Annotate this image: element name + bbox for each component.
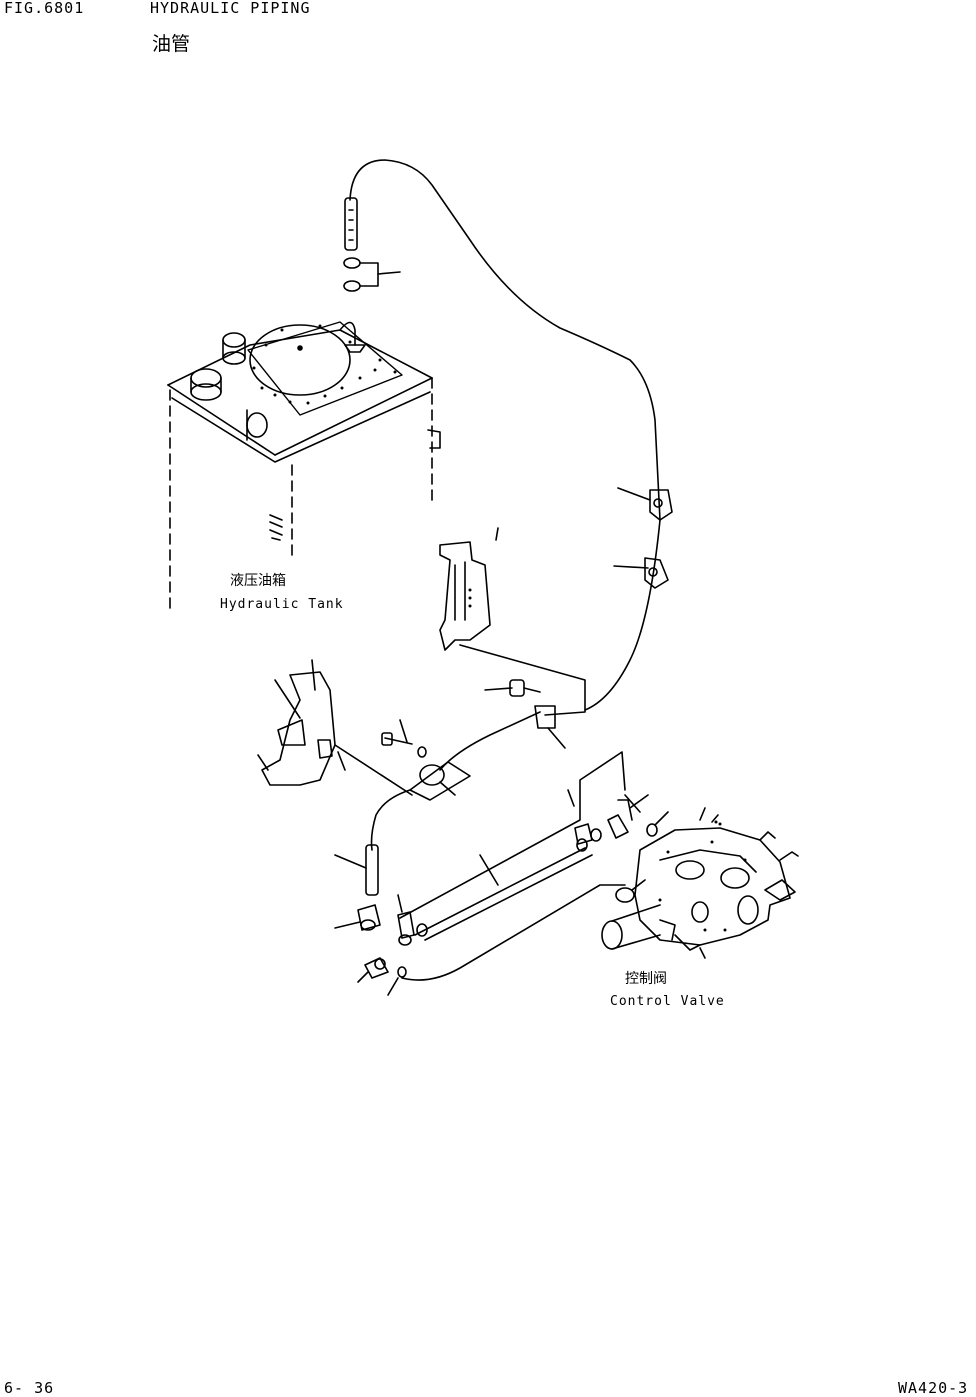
control-valve-label: Control Valve [610, 994, 725, 1009]
upper-hose [344, 160, 672, 710]
figure-title: HYDRAULIC PIPING [150, 0, 311, 17]
middle-fittings [258, 660, 565, 895]
figure-number: FIG.6801 [4, 0, 85, 17]
hydraulic-tank [168, 322, 440, 612]
model-number: WA420-3 [898, 1379, 969, 1397]
hydraulic-tank-label: Hydraulic Tank [220, 597, 344, 612]
hydraulic-tank-label-chinese: 液压油箱 [230, 573, 286, 589]
control-valve [602, 808, 798, 958]
page-number: 6- 36 [4, 1379, 55, 1397]
lower-pipes [335, 752, 668, 995]
control-valve-label-chinese: 控制阀 [625, 971, 667, 987]
figure-title-chinese: 油管 [152, 33, 191, 55]
center-bracket [440, 528, 585, 715]
